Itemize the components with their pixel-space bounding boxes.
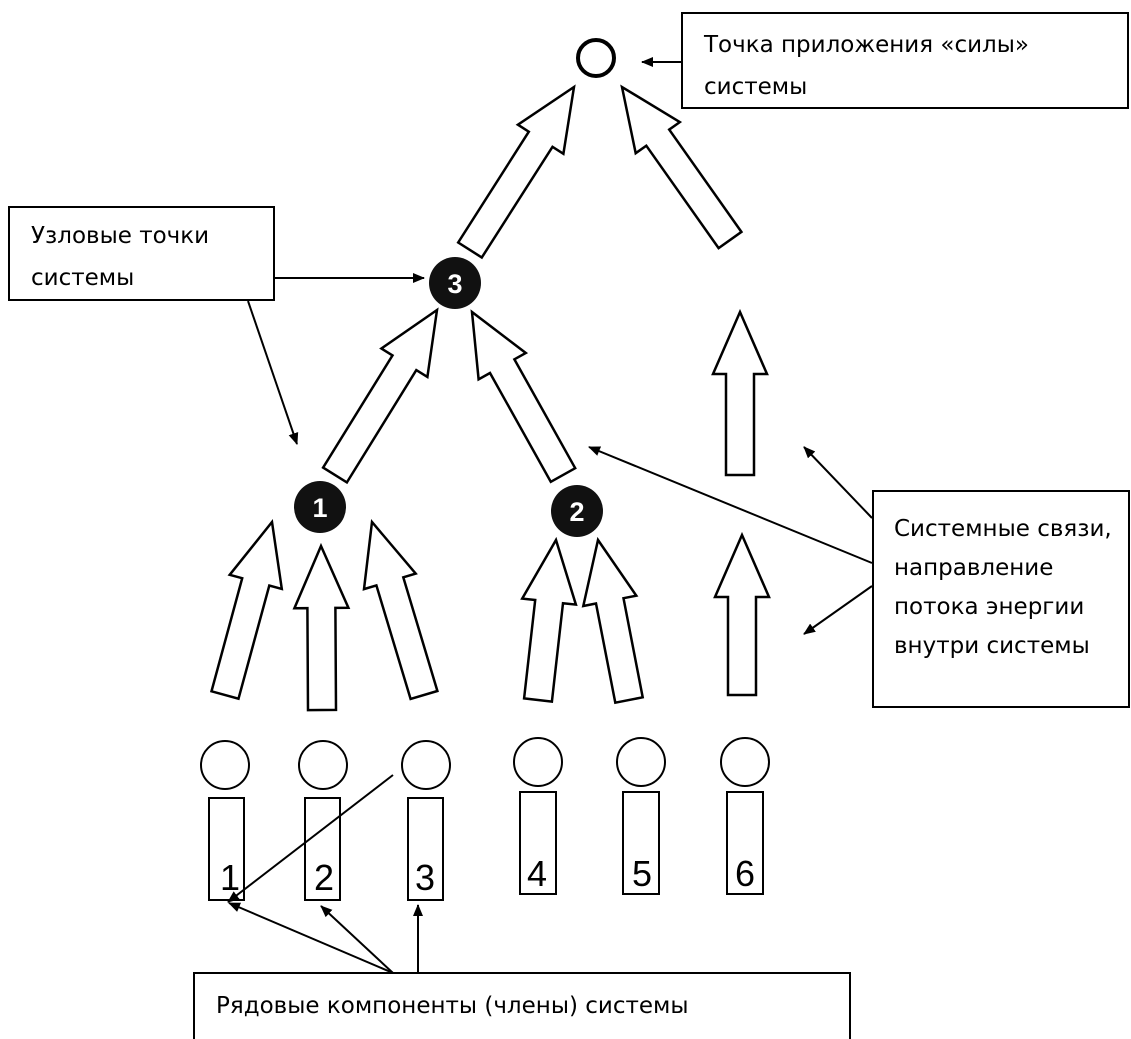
member-2: 2 — [298, 740, 348, 901]
leader-links-to-arrow — [588, 446, 873, 564]
leader-members-to-1 — [227, 774, 394, 903]
callout-members: Рядовые компоненты (члены) системы — [193, 972, 851, 1039]
arrow-node2-to-node3 — [470, 309, 577, 484]
member-6-label: 6 — [735, 853, 755, 894]
leader-links-to-gap-upper — [803, 446, 873, 519]
node-2: 2 — [551, 485, 603, 537]
leader-nodal-to-node-1 — [247, 300, 299, 445]
arrow-node3-to-apex — [456, 84, 576, 260]
arrow-member3-to-node1 — [362, 519, 439, 701]
member-3: 3 — [401, 740, 451, 901]
member-4-label: 4 — [527, 853, 547, 894]
member-2-label: 2 — [314, 857, 334, 898]
node-2-label: 2 — [569, 497, 584, 527]
node-1: 1 — [294, 481, 346, 533]
callout-nodal-points-line-1: Узловые точки — [31, 223, 209, 249]
callout-force-point-line-1: Точка приложения «силы» — [703, 32, 1029, 58]
arrow-apex-right — [620, 84, 744, 250]
callout-members-line-1: Рядовые компоненты (члены) системы — [216, 993, 689, 1019]
arrow-member6-lower — [713, 531, 771, 697]
apex-circle — [576, 38, 616, 78]
callout-nodal-points-line-2: системы — [31, 265, 134, 291]
node-1-label: 1 — [312, 493, 327, 523]
arrow-member5-to-node2 — [581, 536, 645, 705]
leader-members-b — [320, 905, 394, 974]
node-3: 3 — [429, 257, 481, 309]
callout-force-point: Точка приложения «силы» системы — [681, 12, 1129, 109]
arrow-member1-to-node1 — [209, 518, 284, 701]
member-5-label: 5 — [632, 853, 652, 894]
member-5: 5 — [616, 737, 666, 895]
callout-system-links-line-1: Системные связи, — [894, 516, 1112, 542]
node-3-label: 3 — [447, 269, 462, 299]
member-6: 6 — [720, 737, 770, 895]
callout-nodal-points: Узловые точки системы — [8, 206, 275, 301]
callout-system-links-line-3: потока энергии — [894, 594, 1084, 620]
callout-system-links: Системные связи, направление потока энер… — [872, 490, 1130, 708]
member-4: 4 — [513, 737, 563, 895]
arrow-member4-to-node2 — [520, 536, 578, 703]
arrow-member6-upper — [711, 308, 769, 477]
callout-force-point-line-2: системы — [704, 74, 807, 100]
member-1: 1 — [200, 740, 250, 901]
member-3-label: 3 — [415, 857, 435, 898]
callout-system-links-line-2: направление — [894, 555, 1053, 581]
arrow-member2-to-node1 — [292, 542, 351, 712]
callout-system-links-line-4: внутри системы — [894, 633, 1090, 659]
leader-members-a — [228, 902, 394, 974]
arrow-node1-to-node3 — [321, 307, 439, 485]
member-1-label: 1 — [220, 857, 240, 898]
leader-links-to-gap-lower — [803, 585, 873, 635]
